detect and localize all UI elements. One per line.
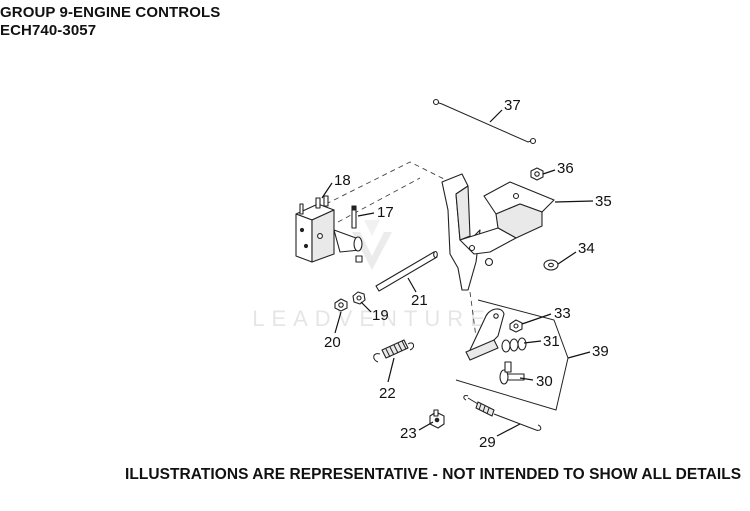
callout-23: 23 <box>400 425 417 442</box>
part-17-pin <box>351 205 357 229</box>
callout-22: 22 <box>379 385 396 402</box>
part-23-clip <box>429 409 445 429</box>
part-36-nut <box>530 167 544 181</box>
disclaimer-note: ILLUSTRATIONS ARE REPRESENTATIVE - NOT I… <box>125 466 742 483</box>
callout-19: 19 <box>372 307 389 324</box>
callout-39: 39 <box>592 343 609 360</box>
part-31-lever <box>465 308 527 361</box>
callout-36: 36 <box>557 160 574 177</box>
part-22-spring <box>373 339 415 363</box>
callout-18: 18 <box>334 172 351 189</box>
page-title: GROUP 9-ENGINE CONTROLS <box>0 4 221 21</box>
model-number: ECH740-3057 <box>0 22 97 39</box>
callout-17: 17 <box>377 204 394 221</box>
callout-37: 37 <box>504 97 521 114</box>
part-20-nut <box>334 298 348 312</box>
part-37-rod <box>432 98 537 145</box>
callout-21: 21 <box>411 292 428 309</box>
callout-20: 20 <box>324 334 341 351</box>
leader-lines <box>321 109 594 437</box>
page-header: GROUP 9-ENGINE CONTROLS ECH740-3057 <box>0 4 220 40</box>
callout-29: 29 <box>479 434 496 451</box>
part-18-control-assembly <box>295 195 363 263</box>
part-29-spring-cable <box>463 395 542 431</box>
alignment-lines <box>325 161 479 353</box>
callout-35: 35 <box>595 193 612 210</box>
part-35-bracket <box>441 173 555 291</box>
part-21-rod <box>375 250 438 292</box>
callout-30: 30 <box>536 373 553 390</box>
part-30-pin <box>499 361 525 385</box>
callout-33: 33 <box>554 305 571 322</box>
callout-34: 34 <box>578 240 595 257</box>
part-34-washer <box>543 259 559 271</box>
callout-numbers: 37 36 35 34 18 17 21 19 20 22 23 29 30 3… <box>324 97 612 451</box>
part-33-nut <box>509 319 523 333</box>
part-19-nut <box>352 291 366 305</box>
callout-31: 31 <box>543 333 560 350</box>
